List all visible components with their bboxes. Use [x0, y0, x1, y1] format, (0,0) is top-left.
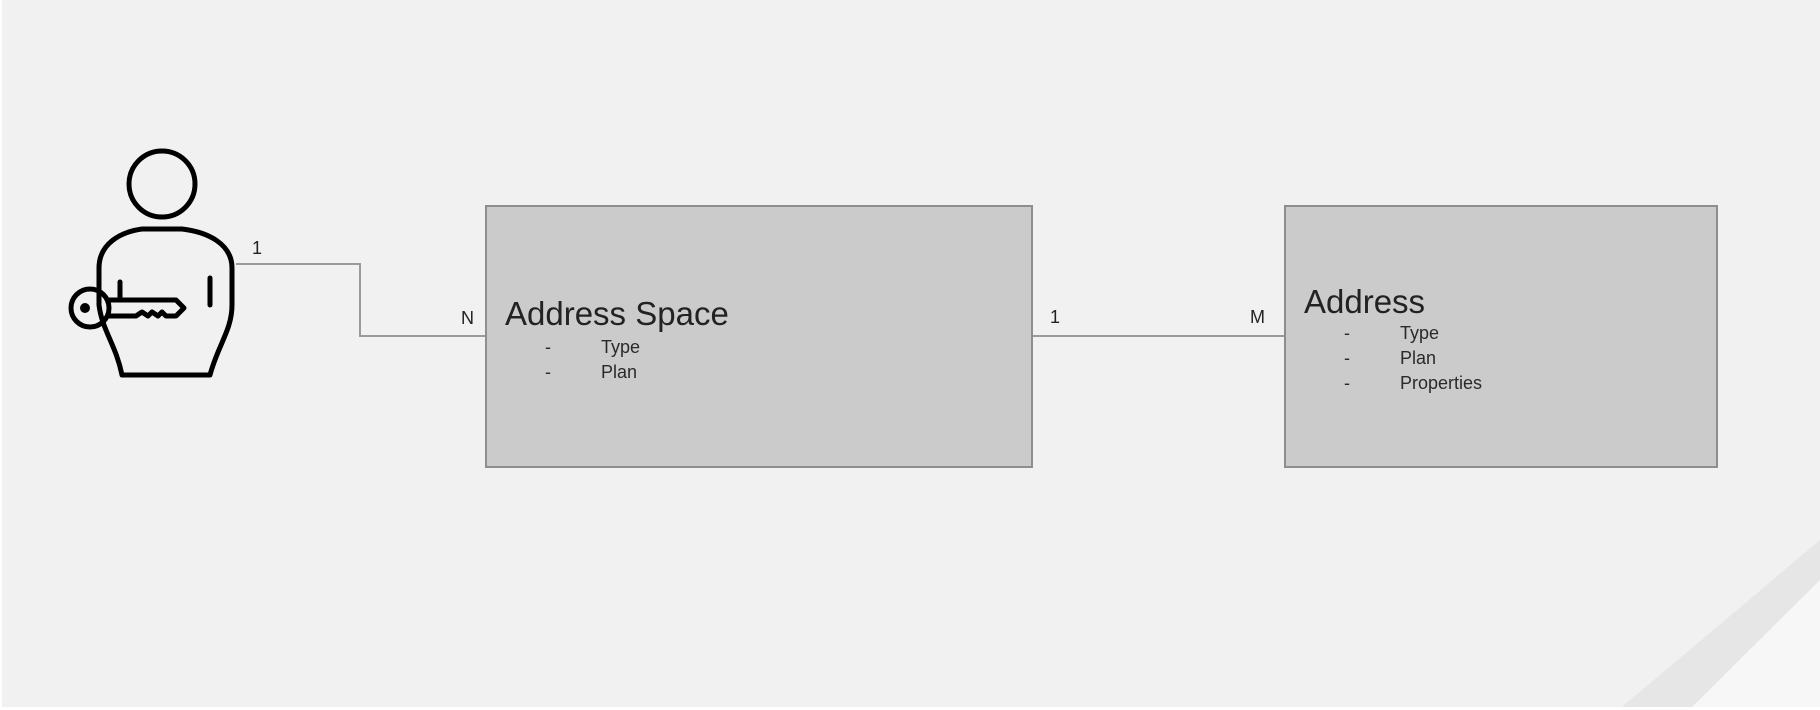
corner-sheen-decoration-inner: [1692, 580, 1820, 707]
user-with-key-icon: [68, 148, 235, 378]
attribute-bullet: -: [1344, 348, 1350, 368]
attribute-label: Type: [1400, 323, 1440, 343]
entity-address-space[interactable]: Address Space - Type - Plan: [485, 205, 1033, 468]
attribute-label: Plan: [1400, 348, 1437, 368]
entity-title: Address: [1304, 283, 1426, 320]
attribute-label: Plan: [601, 362, 638, 382]
cardinality-address-side: M: [1250, 307, 1265, 327]
cardinality-address-space-to-address: 1: [1050, 307, 1061, 327]
attribute-bullet: -: [545, 337, 551, 357]
attribute-label: Type: [601, 337, 641, 357]
entity-address[interactable]: Address - Type - Plan - Properties: [1284, 205, 1718, 468]
cardinality-address-space-side: N: [461, 308, 474, 328]
entity-title: Address Space: [505, 295, 729, 332]
attribute-bullet: -: [1344, 323, 1350, 343]
connector-actor-address-space: [236, 263, 485, 337]
attribute-bullet: -: [1344, 373, 1350, 393]
attribute-label: Properties: [1400, 373, 1483, 393]
cardinality-actor-side: 1: [252, 238, 263, 258]
attribute-bullet: -: [545, 362, 551, 382]
